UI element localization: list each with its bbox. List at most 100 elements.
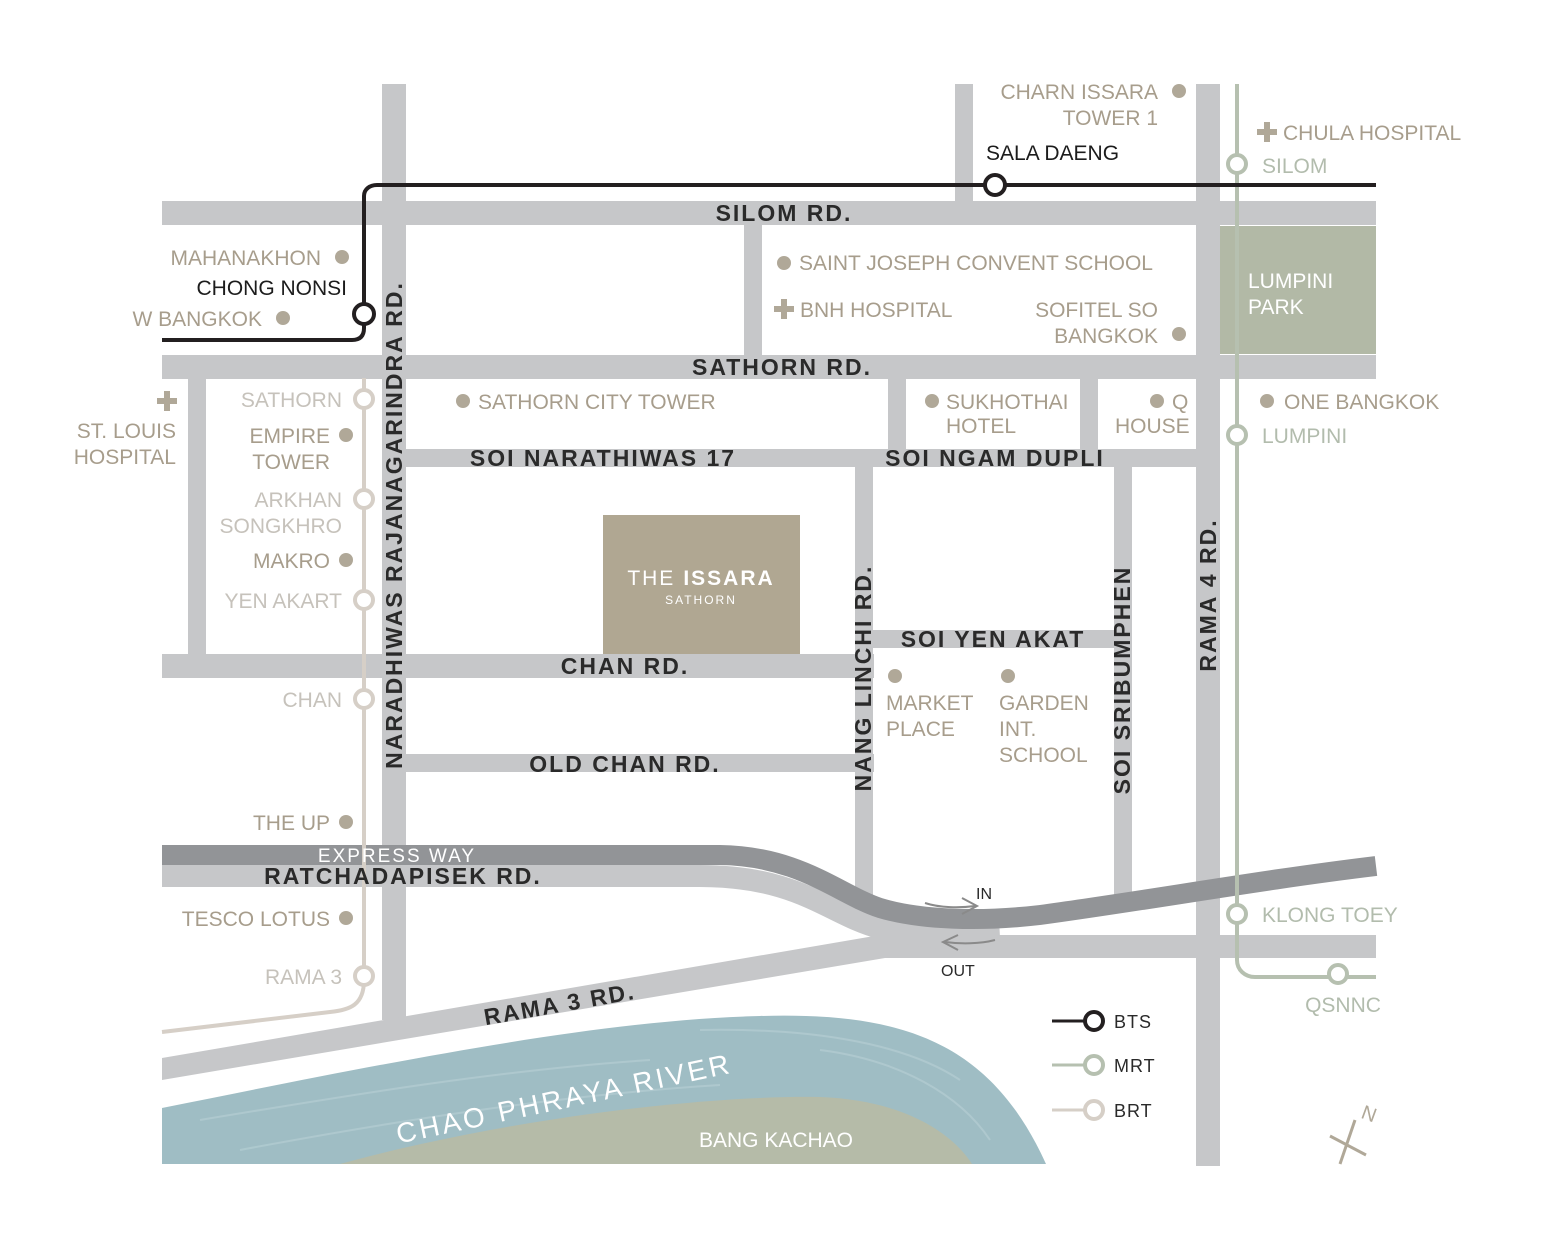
poi-empire-label-2: TOWER — [252, 451, 330, 474]
poi-one-bangkok-dot — [1260, 394, 1274, 408]
legend-mrt-marker — [1083, 1054, 1105, 1076]
bnh-hospital-cross-icon — [774, 299, 794, 319]
west-connector-road — [188, 378, 206, 656]
mrt-klong-toey-label: KLONG TOEY — [1262, 904, 1398, 927]
poi-q-house-label-1: Q — [1172, 391, 1188, 414]
silom-road-label: SILOM RD. — [716, 200, 853, 226]
brt-yen-akart-label: YEN AKART — [225, 590, 343, 613]
brt-yen-akart-marker — [353, 589, 375, 611]
poi-sukhothai-label-2: HOTEL — [946, 415, 1016, 438]
legend-brt-marker — [1083, 1099, 1105, 1121]
lumpini-park-label-2: PARK — [1248, 296, 1304, 319]
mrt-lumpini-marker — [1226, 424, 1248, 446]
poi-bnh-hospital-label: BNH HOSPITAL — [800, 299, 952, 322]
poi-sofitel-label-1: SOFITEL SO — [1035, 299, 1158, 322]
narathiwas-road-label: NARADHIWAS RAJANAGARINDRA RD. — [381, 281, 407, 769]
rama4-road-label: RAMA 4 RD. — [1195, 518, 1221, 671]
poi-garden-school-dot — [1001, 669, 1015, 683]
saint-joseph-road — [744, 224, 762, 356]
mrt-silom-marker — [1226, 153, 1248, 175]
poi-empire-dot — [339, 428, 353, 442]
bts-sala-daeng-marker — [983, 173, 1007, 197]
poi-st-louis-label-1: ST. LOUIS — [77, 420, 176, 443]
legend-bts-marker — [1083, 1010, 1105, 1032]
soi-yen-akat — [872, 630, 1122, 648]
ramp-arrows — [924, 897, 996, 951]
legend-brt-label: BRT — [1114, 1101, 1153, 1121]
poi-dots — [276, 84, 1274, 925]
bts-stations — [352, 173, 1007, 326]
poi-q-house-label-2: HOUSE — [1115, 415, 1190, 438]
soi-sribumphen — [1114, 466, 1132, 906]
expressway-label: EXPRESS WAY — [318, 846, 476, 867]
poi-charn-issara-label-2: TOWER 1 — [1063, 107, 1158, 130]
bts-labels: SALA DAENG CHONG NONSI — [196, 142, 1119, 300]
soi-yen-akat-label: SOI YEN AKAT — [901, 626, 1086, 652]
brt-chan-marker — [353, 688, 375, 710]
nang-linchi-road — [855, 466, 873, 906]
st-louis-hospital-cross-icon — [157, 391, 177, 411]
poi-w-bangkok-dot — [276, 311, 290, 325]
poi-charn-issara-label-1: CHARN ISSARA — [1000, 81, 1158, 104]
sathorn-road — [162, 355, 1376, 379]
bang-kachao-label: BANG KACHAO — [699, 1129, 853, 1152]
north-arrow-icon: N — [1329, 1102, 1379, 1165]
project-name-light: THE — [627, 567, 675, 590]
brt-arkhan-label-1: ARKHAN — [254, 489, 342, 512]
bts-chong-nonsi-marker — [352, 302, 376, 326]
legend-bts-label: BTS — [1114, 1012, 1152, 1032]
mrt-qsnnc-label: QSNNC — [1305, 994, 1381, 1017]
bts-sala-daeng-label: SALA DAENG — [986, 142, 1119, 165]
brt-labels: SATHORN ARKHAN SONGKHRO YEN AKART CHAN R… — [219, 389, 342, 989]
poi-mahanakhon-label: MAHANAKHON — [170, 247, 321, 270]
brt-arkhan-label-2: SONGKHRO — [219, 515, 342, 538]
poi-sofitel-label-2: BANGKOK — [1054, 325, 1158, 348]
hospital-icons — [157, 122, 1277, 411]
soi-narathiwas-17 — [405, 449, 1197, 467]
poi-tesco-lotus-dot — [339, 911, 353, 925]
poi-makro-label: MAKRO — [253, 550, 330, 573]
mrt-lumpini-label: LUMPINI — [1262, 425, 1347, 448]
poi-mahanakhon-dot — [335, 250, 349, 264]
rama4-road — [1196, 84, 1220, 1166]
mrt-qsnnc-marker — [1327, 963, 1349, 985]
poi-makro-dot — [339, 553, 353, 567]
poi-saint-joseph-dot — [777, 256, 791, 270]
ratchadapisek-road — [162, 865, 1001, 950]
poi-sukhothai-label-1: SUKHOTHAI — [946, 391, 1069, 414]
legend: BTS MRT BRT — [1052, 1010, 1155, 1121]
q-house-soi — [1080, 378, 1098, 450]
poi-garden-school-label-3: SCHOOL — [999, 744, 1088, 767]
river-texture — [199, 1028, 991, 1151]
poi-sukhothai-dot — [925, 394, 939, 408]
mrt-silom-label: SILOM — [1262, 155, 1327, 178]
poi-saint-joseph-label: SAINT JOSEPH CONVENT SCHOOL — [799, 252, 1153, 275]
poi-garden-school-label-1: GARDEN — [999, 692, 1089, 715]
poi-the-up-label: THE UP — [253, 812, 330, 835]
poi-sathorn-city-tower-dot — [456, 394, 470, 408]
sathorn-road-label: SATHORN RD. — [692, 354, 872, 380]
bts-line — [162, 183, 1376, 342]
soi-narathiwas-17-label: SOI NARATHIWAS 17 — [470, 445, 736, 471]
ramp-out-label: OUT — [941, 963, 975, 980]
poi-market-place-label-1: MARKET — [886, 692, 974, 715]
old-chan-road-label: OLD CHAN RD. — [529, 751, 720, 777]
poi-chula-hospital-label: CHULA HOSPITAL — [1283, 122, 1461, 145]
mrt-klong-toey-marker — [1226, 903, 1248, 925]
road-labels: SILOM RD. SATHORN RD. NARADHIWAS RAJANAG… — [264, 200, 1221, 1030]
soi-ngam-dupli-label: SOI NGAM DUPLI — [885, 445, 1105, 471]
old-chan-road — [405, 754, 874, 772]
sukhothai-soi — [888, 378, 906, 450]
chula-hospital-cross-icon — [1257, 122, 1277, 142]
mrt-line — [1235, 84, 1376, 979]
brt-chan-label: CHAN — [282, 689, 342, 712]
poi-w-bangkok-label: W BANGKOK — [132, 308, 262, 331]
poi-market-place-dot — [888, 669, 902, 683]
lumpini-park — [1220, 226, 1376, 354]
poi-labels: CHARN ISSARA TOWER 1 CHULA HOSPITAL MAHA… — [74, 81, 1461, 931]
north-connector-road — [955, 84, 973, 202]
mrt-stations — [1226, 153, 1349, 985]
project-subtitle: SATHORN — [665, 593, 737, 607]
